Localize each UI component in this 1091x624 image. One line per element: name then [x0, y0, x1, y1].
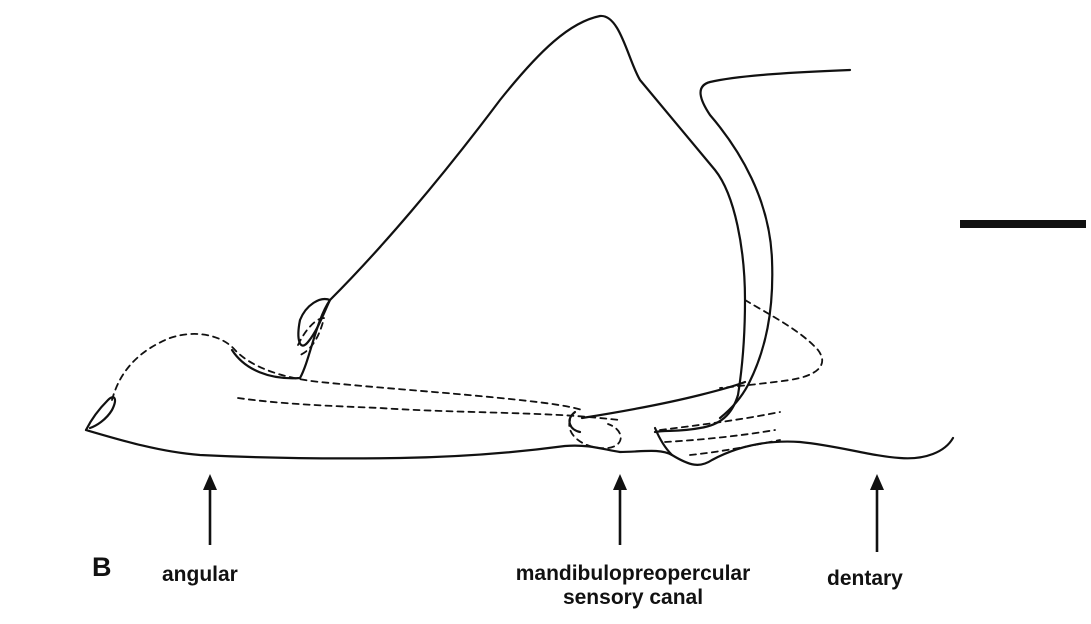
panel-letter: B: [92, 552, 112, 582]
sensory-canal-label-line1: mandibulopreopercular: [478, 562, 788, 586]
canal-pore-dashed: [569, 420, 621, 448]
ventral-mandible-outline: [86, 430, 953, 465]
angular-label: angular: [162, 563, 238, 587]
dentary-dashed-outline: [720, 300, 822, 388]
posterior-process-outline: [701, 70, 850, 418]
sensory-canal-label-line2: sensory canal: [478, 586, 788, 610]
posterior-tip-hook: [86, 397, 115, 430]
canal-upper-dashed: [238, 398, 620, 420]
coronoid-process-outline: [232, 16, 745, 432]
canal-arrow: [613, 474, 627, 545]
dentary-label: dentary: [827, 567, 903, 591]
angular-dorsal-dashed: [112, 334, 582, 410]
canal-lower-dashed-3: [690, 440, 780, 455]
angular-arrow: [203, 474, 217, 545]
dentary-arrow: [870, 474, 884, 552]
sensory-canal-label: mandibulopreopercular sensory canal: [478, 562, 788, 610]
canal-lower-dashed-2: [665, 430, 775, 442]
canal-segment-outline: [570, 412, 580, 432]
